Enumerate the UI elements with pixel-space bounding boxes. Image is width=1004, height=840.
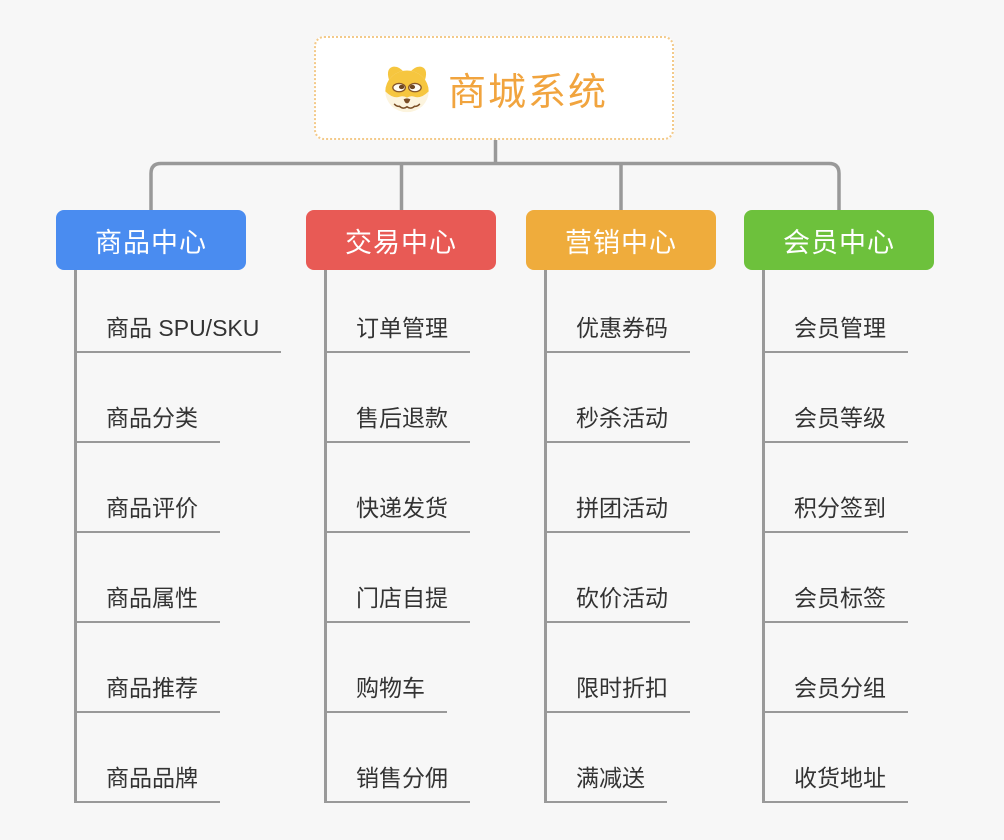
- topic-bargain-activity[interactable]: 砍价活动: [544, 579, 690, 623]
- topic-member-level[interactable]: 会员等级: [762, 399, 908, 443]
- topic-sales-commission[interactable]: 销售分佣: [324, 759, 470, 803]
- branch-items: 商品 SPU/SKU 商品分类 商品评价 商品属性 商品推荐 商品品牌: [74, 263, 282, 803]
- topic-express-delivery[interactable]: 快递发货: [324, 489, 470, 533]
- topic-member-tags[interactable]: 会员标签: [762, 579, 908, 623]
- topic-store-pickup[interactable]: 门店自提: [324, 579, 470, 623]
- branch-header-product-center[interactable]: 商品中心: [56, 210, 246, 270]
- topic-member-groups[interactable]: 会员分组: [762, 669, 908, 713]
- branch-header-marketing-center[interactable]: 营销中心: [526, 210, 716, 270]
- branch-trunk-line: [762, 270, 765, 803]
- topic-product-category[interactable]: 商品分类: [74, 399, 220, 443]
- root-topic[interactable]: 商城系统: [314, 36, 674, 140]
- branch-rail-line: [149, 161, 841, 211]
- branch-trunk-line: [74, 270, 77, 803]
- branch-marketing-center: 营销中心 优惠券码 秒杀活动 拼团活动 砍价活动 限时折扣 满减送: [526, 210, 786, 803]
- topic-flash-sale[interactable]: 秒杀活动: [544, 399, 690, 443]
- branch-items: 优惠券码 秒杀活动 拼团活动 砍价活动 限时折扣 满减送: [544, 263, 690, 803]
- branch-trunk-line: [324, 270, 327, 803]
- topic-aftersale-refund[interactable]: 售后退款: [324, 399, 470, 443]
- branch-member-center: 会员中心 会员管理 会员等级 积分签到 会员标签 会员分组 收货地址: [744, 210, 1004, 803]
- root-topic-title: 商城系统: [447, 71, 608, 114]
- topic-product-spu-sku[interactable]: 商品 SPU/SKU: [74, 309, 282, 353]
- topic-group-buy[interactable]: 拼团活动: [544, 489, 690, 533]
- branch-header-member-center[interactable]: 会员中心: [744, 210, 934, 270]
- branch-items: 订单管理 售后退款 快递发货 门店自提 购物车 销售分佣: [324, 263, 470, 803]
- branch-trunk-line: [544, 270, 547, 803]
- topic-product-recommend[interactable]: 商品推荐: [74, 669, 220, 713]
- topic-order-management[interactable]: 订单管理: [324, 309, 470, 353]
- branch-trade-center: 交易中心 订单管理 售后退款 快递发货 门店自提 购物车 销售分佣: [306, 210, 566, 803]
- branch-items: 会员管理 会员等级 积分签到 会员标签 会员分组 收货地址: [762, 263, 908, 803]
- topic-spend-and-save[interactable]: 满减送: [544, 759, 667, 803]
- topic-product-attribute[interactable]: 商品属性: [74, 579, 220, 623]
- topic-points-checkin[interactable]: 积分签到: [762, 489, 908, 533]
- topic-product-brand[interactable]: 商品品牌: [74, 759, 220, 803]
- topic-shipping-address[interactable]: 收货地址: [762, 759, 908, 803]
- topic-coupon-code[interactable]: 优惠券码: [544, 309, 690, 353]
- branch-product-center: 商品中心 商品 SPU/SKU 商品分类 商品评价 商品属性 商品推荐 商品品牌: [56, 210, 316, 803]
- topic-shopping-cart[interactable]: 购物车: [324, 669, 447, 713]
- topic-limited-time-discount[interactable]: 限时折扣: [544, 669, 690, 713]
- topic-member-management[interactable]: 会员管理: [762, 309, 908, 353]
- dog-face-icon: [385, 66, 429, 113]
- branch-header-trade-center[interactable]: 交易中心: [306, 210, 496, 270]
- topic-product-review[interactable]: 商品评价: [74, 489, 220, 533]
